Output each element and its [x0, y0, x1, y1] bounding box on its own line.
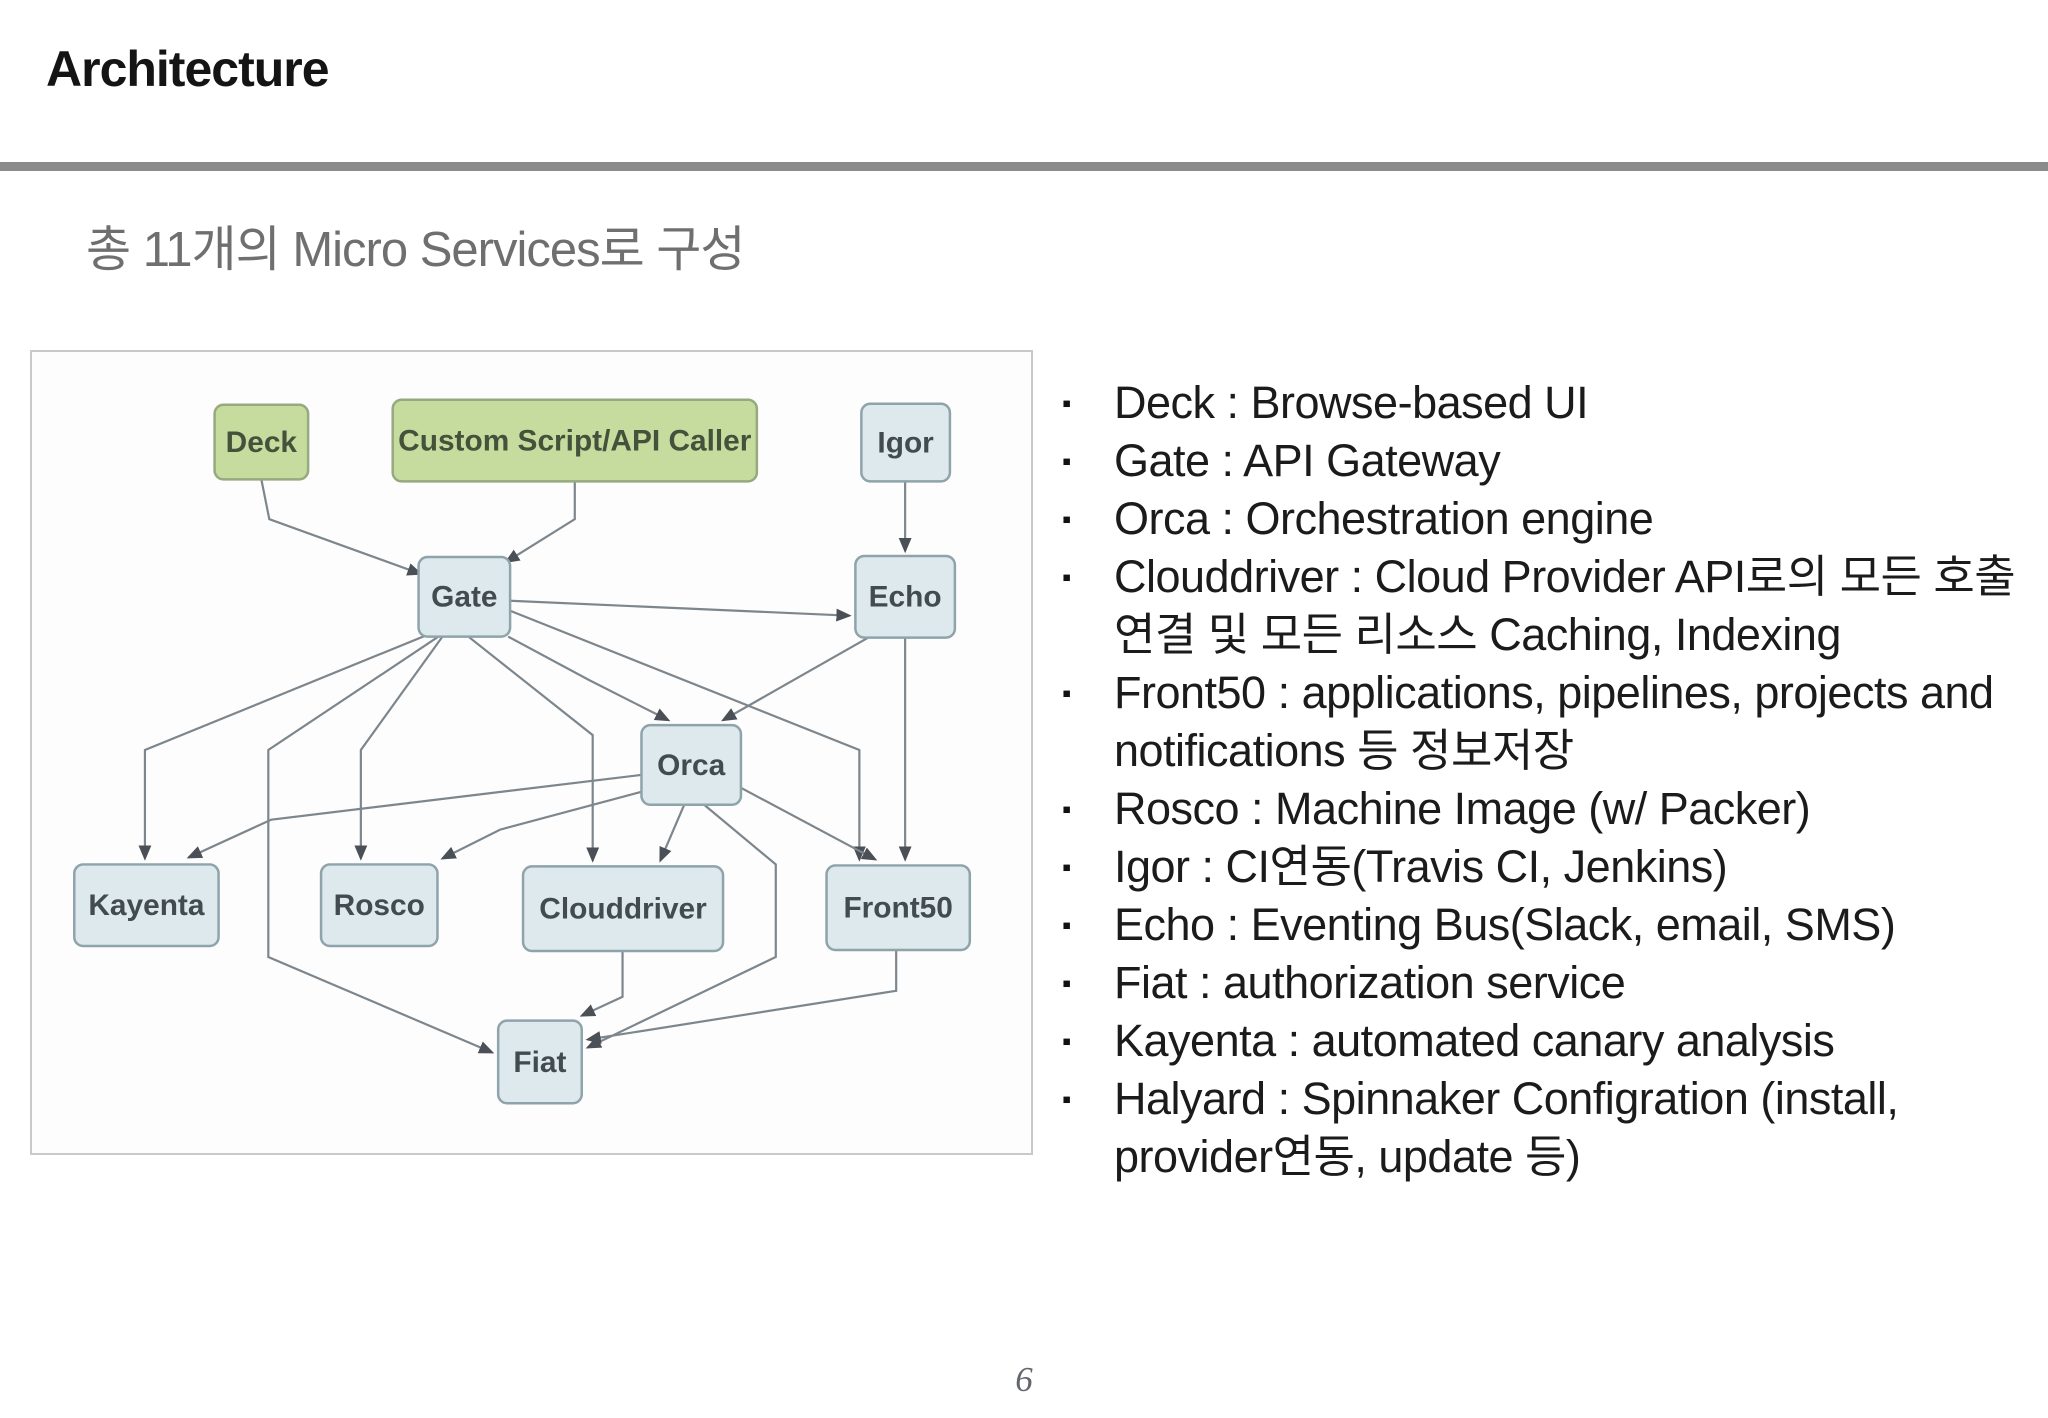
node-custom: Custom Script/API Caller: [391, 398, 759, 483]
edge-deck-to-gate: [260, 479, 423, 576]
bullet-square-icon: ▪: [1062, 910, 1071, 940]
bullet-square-icon: ▪: [1062, 678, 1071, 708]
list-item-text: Rosco : Machine Image (w/ Packer): [1114, 783, 1811, 834]
edge-gate-to-rosco: [354, 635, 444, 861]
list-item: ▪ Rosco : Machine Image (w/ Packer): [1062, 780, 2027, 838]
list-item-text: Kayenta : automated canary analysis: [1114, 1015, 1835, 1066]
list-item-text: Halyard : Spinnaker Configration (instal…: [1114, 1073, 1899, 1182]
edge-gate-to-front50: [509, 609, 866, 862]
bullet-square-icon: ▪: [1062, 446, 1071, 476]
list-item-text: Fiat : authorization service: [1114, 957, 1626, 1008]
edge-gate-to-fiat: [267, 635, 495, 1054]
list-item: ▪ Halyard : Spinnaker Configration (insta…: [1062, 1070, 2027, 1186]
edge-gate-to-echo: [510, 599, 852, 622]
node-box-kayenta: [73, 863, 220, 948]
bullet-square-icon: ▪: [1062, 1084, 1071, 1114]
list-item-text: Igor : CI연동(Travis CI, Jenkins): [1114, 841, 1728, 892]
edge-gate-to-orca: [507, 635, 671, 722]
node-box-clouddriver: [521, 865, 725, 953]
list-item-text: Front50 : applications, pipelines, proje…: [1114, 667, 1994, 776]
node-kayenta: Kayenta: [73, 863, 220, 948]
edge-orca-to-front50: [740, 786, 878, 861]
edge-gate-to-clouddriver: [467, 635, 600, 863]
bullet-square-icon: ▪: [1062, 1026, 1071, 1056]
node-box-deck: [213, 403, 310, 481]
list-item: ▪ Igor : CI연동(Travis CI, Jenkins): [1062, 838, 2027, 896]
list-item: ▪ Fiat : authorization service: [1062, 954, 2027, 1012]
edge-echo-to-orca: [721, 636, 869, 722]
node-deck: Deck: [213, 403, 310, 481]
bullet-square-icon: ▪: [1062, 794, 1071, 824]
list-item: ▪ Clouddriver : Cloud Provider API로의 모든 호…: [1062, 548, 2027, 664]
page-title: Architecture: [46, 41, 330, 97]
edge-custom-to-gate: [504, 481, 576, 564]
edge-front50-to-fiat: [585, 950, 898, 1044]
service-description-list: ▪ Deck : Browse-based UI ▪ Gate : API Gatew…: [1062, 374, 2027, 1186]
node-rosco: Rosco: [319, 863, 439, 948]
node-label-rosco: Rosco: [334, 889, 425, 922]
bullet-square-icon: ▪: [1062, 562, 1071, 592]
node-label-igor: Igor: [877, 426, 934, 459]
edge-clouddriver-to-fiat: [579, 951, 624, 1017]
page-number: 6: [1015, 1360, 1033, 1399]
node-label-clouddriver: Clouddriver: [539, 893, 707, 926]
bullet-square-icon: ▪: [1062, 968, 1071, 998]
bullet-square-icon: ▪: [1062, 852, 1071, 882]
node-label-fiat: Fiat: [513, 1046, 566, 1079]
edge-orca-to-rosco: [440, 790, 642, 860]
node-box-gate: [417, 555, 512, 638]
node-echo: Echo: [854, 554, 957, 639]
edge-orca-to-kayenta: [186, 773, 642, 859]
node-label-kayenta: Kayenta: [88, 889, 205, 922]
node-label-custom: Custom Script/API Caller: [398, 425, 752, 458]
list-item-text: Orca : Orchestration engine: [1114, 493, 1654, 544]
list-item-text: Deck : Browse-based UI: [1114, 377, 1589, 428]
node-front50: Front50: [825, 864, 972, 952]
edge-orca-to-fiat: [585, 803, 777, 1049]
slide-subtitle: 총 11개의 Micro Services로 구성: [86, 223, 745, 277]
bullet-square-icon: ▪: [1062, 504, 1071, 534]
node-igor: Igor: [860, 402, 952, 483]
node-box-orca: [640, 723, 743, 806]
node-label-front50: Front50: [843, 892, 952, 925]
node-box-custom: [391, 398, 759, 483]
list-item-text: Clouddriver : Cloud Provider API로의 모든 호출…: [1114, 551, 2016, 660]
node-gate: Gate: [417, 555, 512, 638]
list-item: ▪ Deck : Browse-based UI: [1062, 374, 2027, 432]
list-item: ▪ Gate : API Gateway: [1062, 432, 2027, 490]
title-divider: [0, 162, 2048, 171]
node-box-rosco: [319, 863, 439, 948]
node-fiat: Fiat: [496, 1019, 583, 1105]
node-box-front50: [825, 864, 972, 952]
node-box-echo: [854, 554, 957, 639]
node-box-fiat: [496, 1019, 583, 1105]
node-label-echo: Echo: [869, 581, 942, 614]
list-item-text: Gate : API Gateway: [1114, 435, 1501, 486]
node-orca: Orca: [640, 723, 743, 806]
node-box-igor: [860, 402, 952, 483]
list-item: ▪ Front50 : applications, pipelines, proj…: [1062, 664, 2027, 780]
list-item: ▪ Orca : Orchestration engine: [1062, 490, 2027, 548]
bullet-square-icon: ▪: [1062, 388, 1071, 418]
edge-gate-to-kayenta: [138, 632, 431, 861]
node-label-gate: Gate: [431, 581, 497, 614]
node-label-orca: Orca: [657, 749, 725, 782]
node-label-deck: Deck: [226, 426, 298, 459]
list-item-text: Echo : Eventing Bus(Slack, email, SMS): [1114, 899, 1896, 950]
list-item: ▪ Kayenta : automated canary analysis: [1062, 1012, 2027, 1070]
edge-orca-to-clouddriver: [659, 804, 686, 863]
node-clouddriver: Clouddriver: [521, 865, 725, 953]
list-item: ▪ Echo : Eventing Bus(Slack, email, SMS): [1062, 896, 2027, 954]
